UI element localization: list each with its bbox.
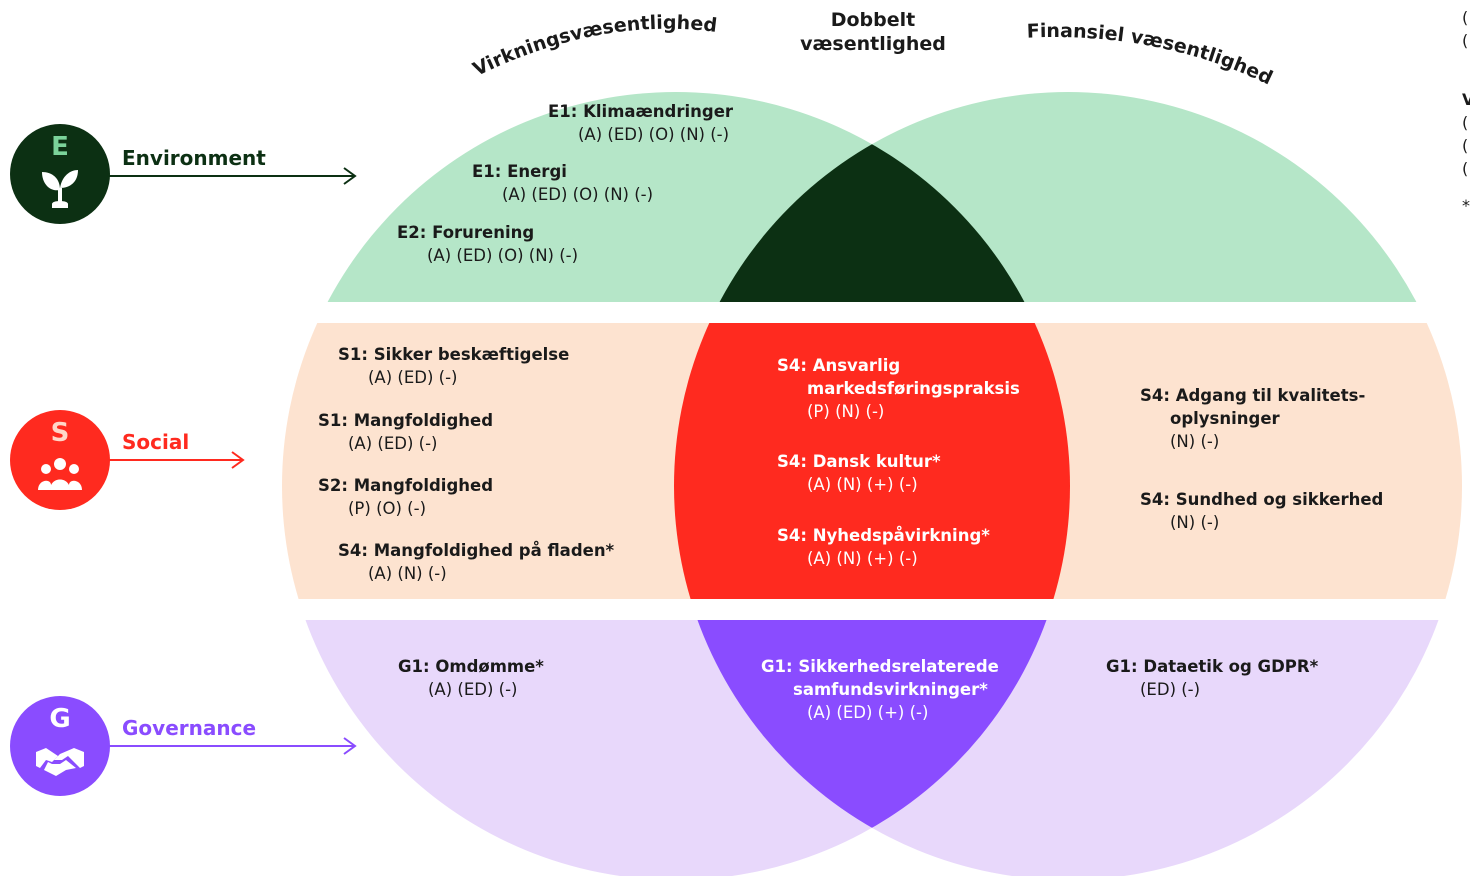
social-item-job-security: S1: Sikker beskæftigelse (A) (ED) (-)	[338, 345, 570, 387]
env-intersection	[674, 92, 1070, 302]
legend-cropped: ( ( V ( ( ( *	[1462, 8, 1470, 215]
gov-item-data-ethics: G1: Dataetik og GDPR* (ED) (-)	[1106, 657, 1319, 699]
social-item-diversity-s2: S2: Mangfoldighed (P) (O) (-)	[318, 476, 494, 518]
plant-icon	[42, 170, 78, 208]
header-impact: Virkningsvæsentlighed	[470, 12, 719, 81]
social-badge: S	[10, 410, 110, 510]
environment-label: Environment	[122, 146, 266, 170]
social-item-diversity-s1: S1: Mangfoldighed (A) (ED) (-)	[318, 411, 494, 453]
governance-badge: G	[10, 696, 110, 796]
governance-label: Governance	[122, 716, 257, 740]
gov-item-security-impacts: G1: Sikkerhedsrelaterede samfundsvirknin…	[761, 657, 999, 722]
social-item-diversity-s4: S4: Mangfoldighed på fladen* (A) (N) (-)	[338, 541, 615, 583]
arrow-social	[108, 451, 245, 469]
social-intersection	[674, 323, 1070, 599]
governance-letter: G	[49, 704, 71, 734]
env-item-pollution: E2: Forurening (A) (ED) (O) (N) (-)	[397, 223, 579, 265]
gov-intersection	[674, 620, 1070, 876]
environment-letter: E	[51, 132, 69, 162]
people-icon	[38, 458, 82, 490]
environment-badge: E	[10, 124, 110, 224]
env-item-energy: E1: Energi (A) (ED) (O) (N) (-)	[472, 162, 654, 204]
social-letter: S	[50, 418, 70, 448]
arrow-governance	[108, 737, 357, 755]
social-item-quality-info: S4: Adgang til kvalitets- oplysninger (N…	[1140, 386, 1366, 451]
gov-item-reputation: G1: Omdømme* (A) (ED) (-)	[398, 657, 544, 699]
header-financial: Finansiel væsentlighed	[1026, 20, 1276, 89]
social-item-danish-culture: S4: Dansk kultur* (A) (N) (+) (-)	[777, 452, 941, 494]
env-item-climate: E1: Klimaændringer (A) (ED) (O) (N) (-)	[548, 102, 734, 144]
handshake-icon	[36, 748, 84, 776]
social-item-health-safety: S4: Sundhed og sikkerhed (N) (-)	[1140, 490, 1384, 532]
social-label: Social	[122, 430, 190, 454]
arrow-environment	[108, 167, 357, 185]
header-double: Dobbelt væsentlighed	[800, 9, 946, 55]
social-item-marketing: S4: Ansvarlig markedsføringspraksis (P) …	[777, 356, 1020, 421]
social-item-news-impact: S4: Nyhedspåvirkning* (A) (N) (+) (-)	[777, 526, 990, 568]
